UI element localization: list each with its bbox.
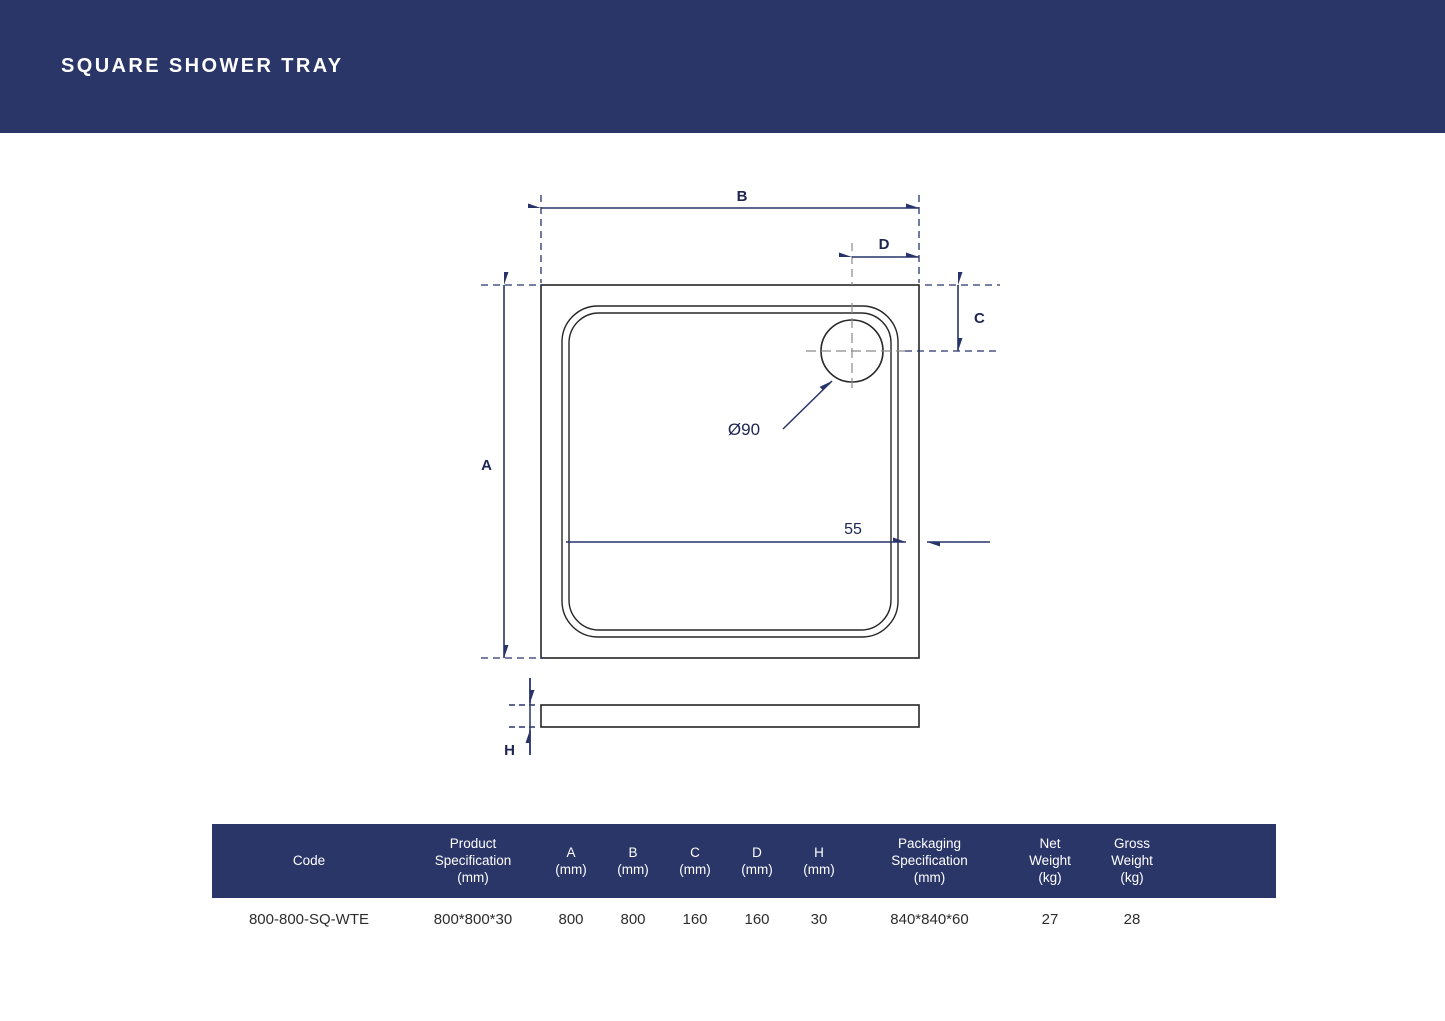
table-header-row: Code Product Specification (mm) A (mm) B… <box>212 824 1276 898</box>
header-line: Weight <box>1111 853 1153 868</box>
header-line: (mm) <box>913 870 946 885</box>
header-line: Weight <box>1029 853 1071 868</box>
header-line: Product <box>449 836 497 851</box>
header-line: A <box>566 844 576 860</box>
cell-b: 800 <box>620 911 646 928</box>
dimension-label-h: H <box>504 742 515 759</box>
header-line: (mm) <box>803 861 835 877</box>
dimension-label-d: D <box>879 236 890 253</box>
header-line: C <box>690 844 700 860</box>
table-row: 800-800-SQ-WTE 800*800*30 800 800 160 16… <box>212 898 1276 941</box>
column-header-b: B (mm) <box>602 824 664 898</box>
tray-basin-outer-rim <box>561 305 899 638</box>
header-line: Code <box>292 853 326 868</box>
header-line: (kg) <box>1120 870 1144 885</box>
table-body: 800-800-SQ-WTE 800*800*30 800 800 160 16… <box>212 898 1276 941</box>
dimension-label-b: B <box>737 188 748 205</box>
header-line: Gross <box>1113 836 1150 851</box>
header-line: Specification <box>891 853 968 868</box>
cell-c: 160 <box>682 911 708 928</box>
drain-diameter-label: Ø90 <box>728 420 760 439</box>
column-header-h: H (mm) <box>788 824 850 898</box>
header-line: Specification <box>434 853 512 868</box>
header-line: Net <box>1039 836 1061 851</box>
technical-drawing: Ø90 B D C A 55 H <box>0 133 1445 813</box>
column-header-product-specification: Product Specification (mm) <box>406 824 540 898</box>
cell-product-specification: 800*800*30 <box>433 911 513 928</box>
cell-code: 800-800-SQ-WTE <box>248 911 370 928</box>
header-line: B <box>628 844 638 860</box>
header-line: Packaging <box>897 836 962 851</box>
page-title: SQUARE SHOWER TRAY <box>61 55 344 77</box>
column-header-d: D (mm) <box>726 824 788 898</box>
header-line: (mm) <box>617 861 649 877</box>
dimension-label-a: A <box>481 457 492 474</box>
header-line: D <box>752 844 762 860</box>
header-banner: SQUARE SHOWER TRAY <box>0 0 1445 133</box>
column-header-spacer <box>1173 824 1276 898</box>
header-line: (mm) <box>679 861 711 877</box>
cell-d: 160 <box>744 911 770 928</box>
drain-diameter-leader-line <box>782 380 833 430</box>
spec-table-container: Code Product Specification (mm) A (mm) B… <box>212 824 1276 941</box>
header-line: (mm) <box>741 861 773 877</box>
column-header-net-weight: Net Weight (kg) <box>1009 824 1091 898</box>
table-header: Code Product Specification (mm) A (mm) B… <box>212 824 1276 898</box>
tray-basin-inner-rim <box>568 312 892 631</box>
cell-a: 800 <box>558 911 584 928</box>
header-line: H <box>814 844 824 860</box>
tray-side-profile <box>540 704 920 728</box>
column-header-packaging-specification: Packaging Specification (mm) <box>850 824 1009 898</box>
cell-packaging-specification: 840*840*60 <box>890 911 969 928</box>
cell-spacer <box>1173 898 1276 941</box>
column-header-gross-weight: Gross Weight (kg) <box>1091 824 1173 898</box>
column-header-c: C (mm) <box>664 824 726 898</box>
header-line: (kg) <box>1038 870 1062 885</box>
tray-outer-outline <box>540 284 920 659</box>
column-header-code: Code <box>212 824 406 898</box>
cell-net-weight: 27 <box>1041 911 1059 928</box>
dimension-label-c: C <box>974 310 985 327</box>
drawing-canvas: Ø90 B D C A 55 H <box>481 188 1000 759</box>
header-line: (mm) <box>555 861 587 877</box>
cell-h: 30 <box>810 911 828 928</box>
header-line: (mm) <box>457 870 489 885</box>
rim-width-label: 55 <box>844 521 862 538</box>
product-specification-table: Code Product Specification (mm) A (mm) B… <box>212 824 1276 941</box>
cell-gross-weight: 28 <box>1123 911 1141 928</box>
column-header-a: A (mm) <box>540 824 602 898</box>
